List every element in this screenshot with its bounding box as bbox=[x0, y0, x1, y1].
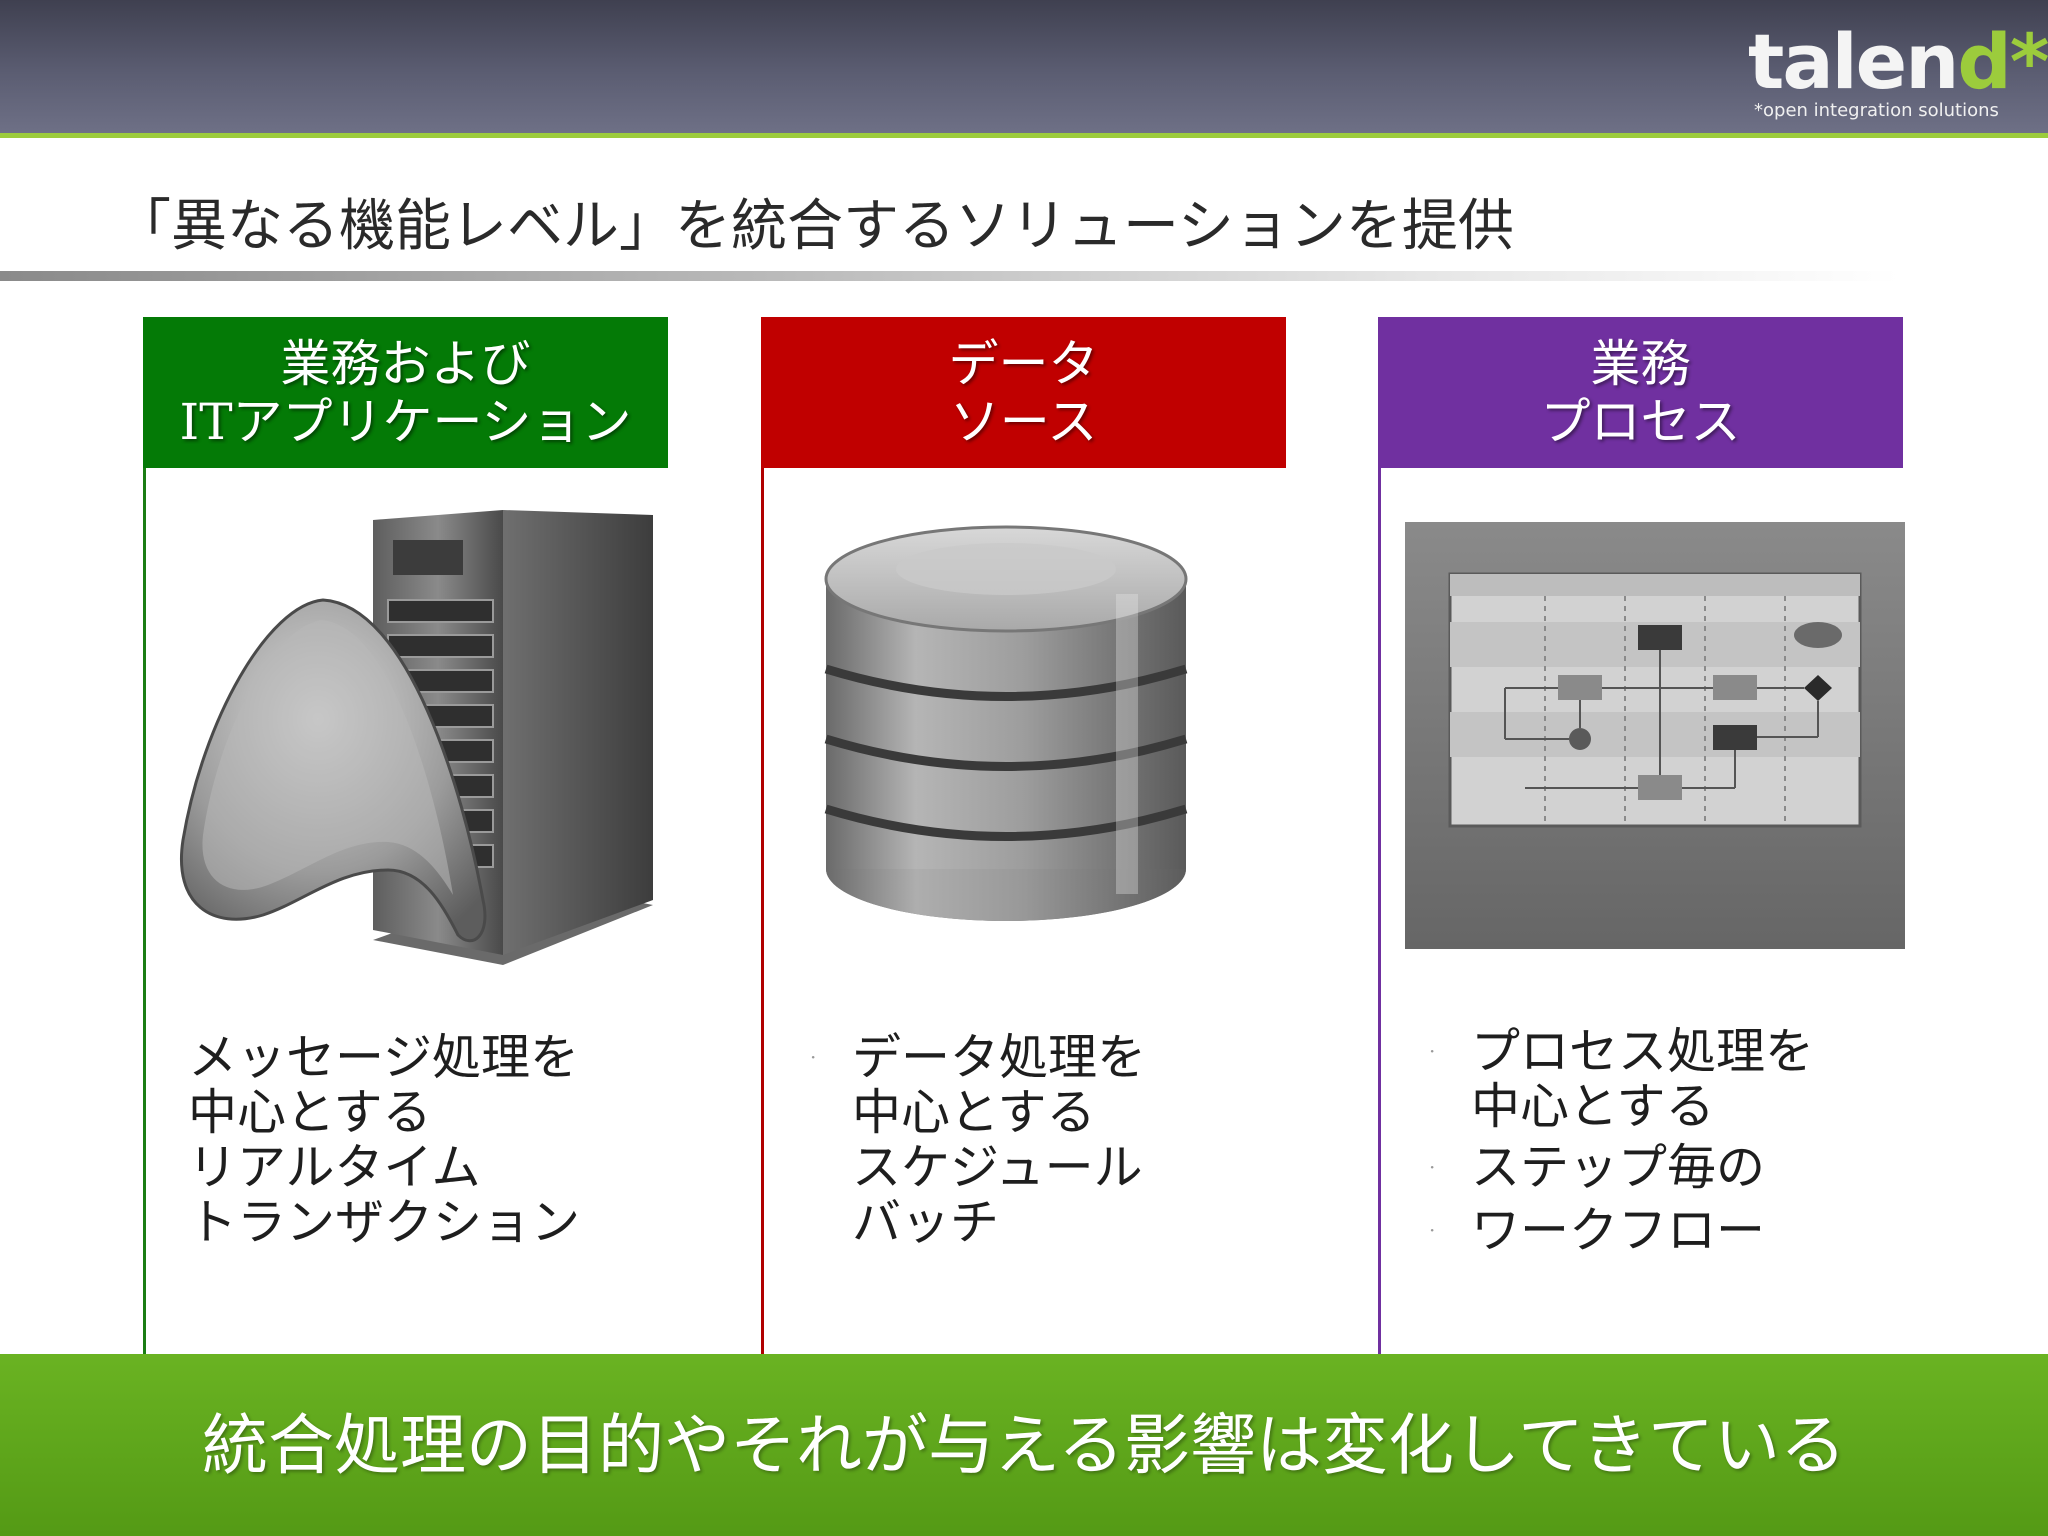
column-header: 業務 プロセス bbox=[1378, 317, 1903, 468]
column-header-line: プロセス bbox=[1540, 392, 1741, 451]
list-item: · データ処理を 中心とする スケジュール バッチ bbox=[810, 1029, 1147, 1251]
list-item: · ワークフロー bbox=[1429, 1202, 1766, 1259]
footer-banner: 統合処理の目的やそれが与える影響は変化してきている bbox=[0, 1354, 2048, 1536]
list-item: · ステップ毎の bbox=[1429, 1139, 1766, 1196]
column-business-processes: 業務 プロセス bbox=[1378, 317, 1906, 1354]
column-header-line: ソース bbox=[949, 392, 1098, 451]
talend-logo: talend* *open integration solutions bbox=[1748, 22, 2048, 127]
server-icon bbox=[180, 510, 653, 965]
slide-title: 「異なる機能レベル」を統合するソリューションを提供 bbox=[115, 194, 1514, 259]
bullet-dot: · bbox=[1429, 1218, 1436, 1242]
column-it-applications: 業務および ITアプリケーション bbox=[143, 317, 671, 1354]
list-item: メッセージ処理を 中心とする リアルタイム トランザクション bbox=[188, 1029, 581, 1251]
logo-word: talen bbox=[1748, 17, 1959, 106]
column-header-line: データ bbox=[948, 334, 1099, 393]
column-bullet-list: · データ処理を 中心とする スケジュール バッチ bbox=[810, 1029, 1147, 1251]
bullet-dot: · bbox=[1429, 1155, 1436, 1179]
column-header-line: ITアプリケーション bbox=[179, 392, 632, 451]
workflow-diagram-icon bbox=[1405, 522, 1905, 949]
column-bullet-list: メッセージ処理を 中心とする リアルタイム トランザクション bbox=[188, 1030, 580, 1250]
column-header-line: 業務および bbox=[280, 334, 531, 393]
column-header: 業務および ITアプリケーション bbox=[143, 317, 668, 468]
list-item: · プロセス処理を 中心とする bbox=[1429, 1023, 1815, 1135]
header-bar: talend* *open integration solutions bbox=[0, 0, 2048, 133]
bullet-dot: · bbox=[1429, 1039, 1436, 1063]
column-bullet-list: · プロセス処理を 中心とする · ステップ毎の · ワークフロー bbox=[1429, 1023, 1815, 1259]
database-icon bbox=[824, 525, 1188, 921]
logo-tagline: *open integration solutions bbox=[1754, 100, 1999, 121]
column-data-sources: データ ソース · データ処理を 中心とする スケジュール バッチ bbox=[761, 317, 1289, 1354]
bullet-dot: · bbox=[810, 1045, 817, 1069]
column-header: データ ソース bbox=[761, 317, 1286, 468]
column-header-line: 業務 bbox=[1590, 334, 1691, 393]
logo-word-accent: d* bbox=[1957, 17, 2048, 106]
footer-message: 統合処理の目的やそれが与える影響は変化してきている bbox=[201, 1407, 1847, 1484]
header-accent-stripe bbox=[0, 133, 2048, 138]
title-underline bbox=[0, 271, 1900, 281]
